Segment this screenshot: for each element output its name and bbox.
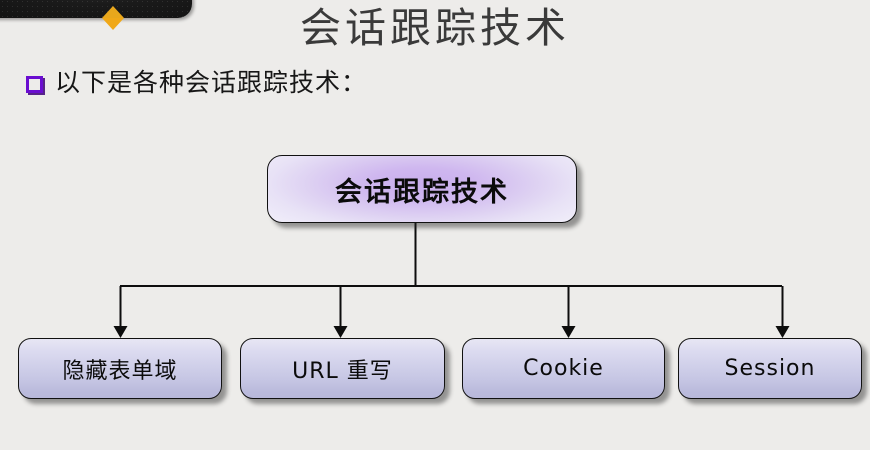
diagram-node-session[interactable]: Session — [678, 338, 862, 399]
diagram-node-cookie[interactable]: Cookie — [462, 338, 665, 399]
diamond-icon-lower-half — [102, 18, 124, 30]
bullet-line: 以下是各种会话跟踪技术： — [26, 68, 367, 98]
diagram-node-url-rewriting[interactable]: URL 重写 — [240, 338, 445, 399]
diagram-node-hidden-form-field[interactable]: 隐藏表单域 — [18, 338, 222, 399]
square-bullet-icon — [26, 76, 43, 93]
node-label: Session — [724, 356, 816, 381]
node-label: 隐藏表单域 — [62, 358, 178, 384]
node-label: URL 重写 — [292, 358, 393, 384]
diamond-icon-upper-half — [102, 6, 124, 18]
node-label: Cookie — [523, 356, 604, 381]
page-title: 会话跟踪技术 — [300, 4, 570, 52]
node-label: 会话跟踪技术 — [335, 176, 509, 208]
diagram-node-root[interactable]: 会话跟踪技术 — [267, 155, 577, 223]
bullet-text: 以下是各种会话跟踪技术： — [55, 68, 368, 97]
